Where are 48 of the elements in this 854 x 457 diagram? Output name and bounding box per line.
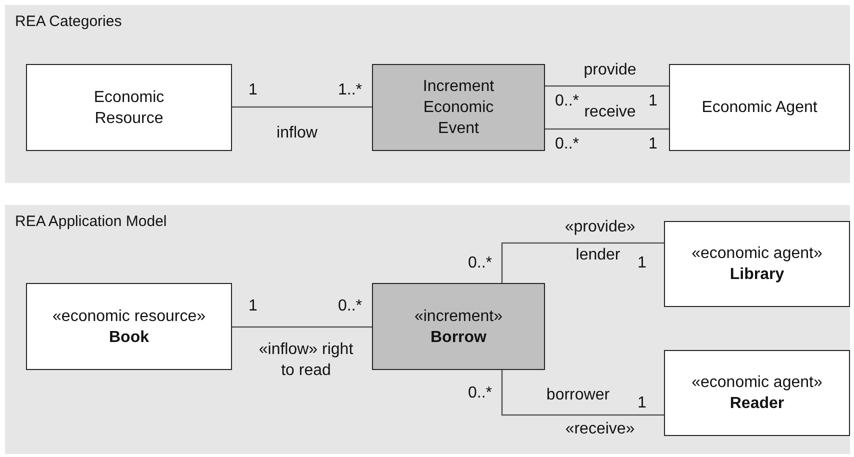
package-title: REA Categories <box>15 13 122 30</box>
class-box <box>26 64 232 151</box>
multiplicity-label: 0..* <box>555 134 579 154</box>
class-name: Reader <box>730 394 784 414</box>
class-box <box>372 64 545 151</box>
role-name: borrower <box>546 386 610 406</box>
class-box <box>26 283 232 370</box>
association-line <box>232 106 372 108</box>
multiplicity-label: 1 <box>648 134 658 154</box>
stereotype-label: «economic agent» <box>692 373 822 393</box>
package-panel <box>5 205 850 454</box>
association-line <box>501 242 664 283</box>
association-label: «provide» <box>564 218 636 238</box>
stereotype-label: «economic resource» <box>52 306 206 326</box>
class-box <box>372 283 545 370</box>
class-name: Increment Economic Event <box>422 77 496 139</box>
association-label: inflow <box>276 124 318 144</box>
multiplicity-label: 1 <box>638 394 646 414</box>
multiplicity-label: 1..* <box>338 80 362 100</box>
multiplicity-label: 0..* <box>468 384 492 404</box>
class-name: Book <box>109 328 149 348</box>
multiplicity-label: 0..* <box>468 254 492 274</box>
multiplicity-label: 0..* <box>555 92 579 112</box>
class-name: Library <box>730 265 784 285</box>
multiplicity-label: 1 <box>248 296 258 316</box>
class-box <box>664 350 850 436</box>
class-name: Economic Resource <box>92 88 166 128</box>
package-title: REA Application Model <box>15 213 167 230</box>
association-label: «inflow» right to read <box>258 340 354 381</box>
class-box <box>664 221 850 307</box>
multiplicity-label: 1 <box>248 80 258 100</box>
stereotype-label: «economic agent» <box>692 244 822 264</box>
class-box <box>669 64 850 151</box>
association-label: provide <box>584 60 636 80</box>
multiplicity-label: 1 <box>638 254 646 274</box>
association-label: «receive» <box>565 420 635 440</box>
association-line <box>545 85 669 87</box>
role-name: lender <box>576 246 620 266</box>
association-line <box>501 370 664 416</box>
class-name: Borrow <box>430 328 486 348</box>
association-line <box>232 326 372 328</box>
multiplicity-label: 1 <box>648 92 658 112</box>
association-line <box>545 128 669 130</box>
multiplicity-label: 0..* <box>338 296 362 316</box>
association-label: receive <box>584 102 636 122</box>
class-name: Economic Agent <box>702 98 818 118</box>
package-panel <box>5 5 850 183</box>
stereotype-label: «increment» <box>414 306 503 326</box>
